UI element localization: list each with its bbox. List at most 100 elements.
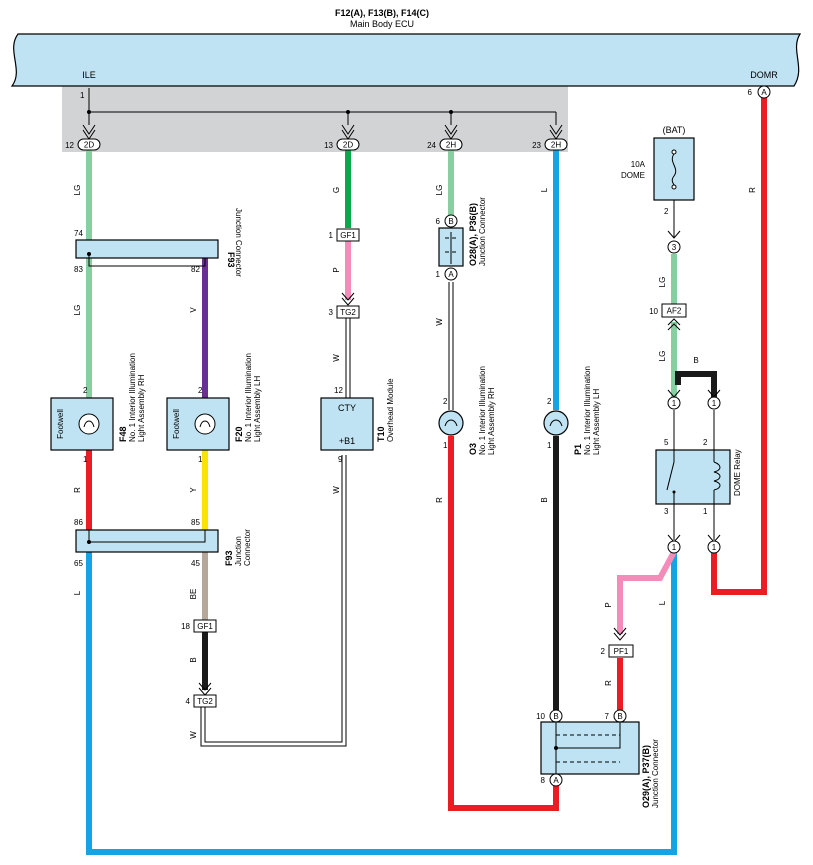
svg-text:1: 1 — [672, 543, 677, 552]
svg-text:6: 6 — [436, 217, 441, 226]
svg-text:13: 13 — [324, 141, 333, 150]
f48-light-assembly: Footwell 2 1 F48 No. 1 Interior Illumina… — [50, 353, 146, 464]
svg-text:B: B — [553, 712, 558, 721]
svg-text:B: B — [540, 497, 549, 502]
svg-text:5: 5 — [664, 438, 669, 447]
svg-text:7: 7 — [605, 712, 610, 721]
svg-text:R: R — [73, 487, 82, 493]
svg-text:A: A — [761, 88, 767, 97]
svg-text:10: 10 — [536, 712, 545, 721]
ecu-name: Main Body ECU — [350, 19, 414, 29]
svg-text:Light Assembly LH: Light Assembly LH — [253, 376, 262, 442]
svg-text:2D: 2D — [84, 141, 94, 150]
svg-text:B: B — [693, 356, 698, 365]
ecu-pin-6: A 6 — [748, 85, 771, 99]
f20-light-assembly: Footwell 2 1 F20 No. 1 Interior Illumina… — [166, 353, 262, 464]
svg-text:(BAT): (BAT) — [663, 125, 686, 135]
o28-junction-connector: B 6 A 1 O28(A), P36(B) Junction Connecto… — [436, 197, 487, 281]
svg-text:A: A — [553, 776, 559, 785]
svg-text:V: V — [189, 307, 198, 313]
svg-text:R: R — [604, 680, 613, 686]
svg-text:LG: LG — [73, 185, 82, 196]
svg-text:45: 45 — [191, 559, 200, 568]
svg-text:Overhead Module: Overhead Module — [386, 378, 395, 442]
svg-text:4: 4 — [186, 697, 191, 706]
svg-text:Footwell: Footwell — [56, 409, 65, 439]
tg2-connector-left: TG2 4 — [186, 682, 217, 708]
svg-text:1: 1 — [712, 543, 717, 552]
svg-text:CTY: CTY — [338, 403, 356, 413]
svg-text:O28(A), P36(B): O28(A), P36(B) — [468, 203, 478, 266]
svg-text:3: 3 — [664, 507, 669, 516]
svg-text:A: A — [448, 270, 454, 279]
svg-text:P: P — [604, 602, 613, 607]
svg-text:83: 83 — [74, 265, 83, 274]
svg-text:2: 2 — [443, 397, 448, 406]
svg-text:24: 24 — [427, 141, 436, 150]
svg-text:12: 12 — [334, 386, 343, 395]
svg-text:2: 2 — [547, 397, 552, 406]
svg-text:F93: F93 — [224, 550, 234, 566]
svg-text:2: 2 — [664, 207, 669, 216]
svg-text:Light Assembly RH: Light Assembly RH — [487, 387, 496, 455]
ecu-domr-label: DOMR — [750, 70, 778, 80]
svg-text:No. 1 Interior Illumination: No. 1 Interior Illumination — [244, 353, 253, 442]
svg-text:2H: 2H — [551, 141, 561, 150]
svg-text:1: 1 — [712, 399, 717, 408]
svg-text:Junction: Junction — [234, 536, 243, 566]
svg-text:L: L — [540, 187, 549, 192]
svg-text:O29(A), P37(B): O29(A), P37(B) — [641, 745, 651, 808]
main-body-ecu — [10, 33, 802, 87]
svg-text:65: 65 — [74, 559, 83, 568]
svg-text:8: 8 — [541, 776, 546, 785]
svg-text:10: 10 — [649, 307, 658, 316]
svg-text:+B1: +B1 — [339, 436, 355, 446]
ecu-pin-23: 2H 23 — [532, 124, 568, 151]
ecu-pin-12: 2D 12 — [65, 124, 101, 151]
svg-text:2D: 2D — [343, 141, 353, 150]
svg-text:F48: F48 — [118, 426, 128, 442]
svg-text:74: 74 — [74, 229, 83, 238]
gf1-connector-center: GF1 1 — [329, 228, 360, 242]
ecu-internal-area — [62, 86, 568, 152]
svg-text:9: 9 — [338, 455, 343, 464]
svg-text:1: 1 — [703, 507, 708, 516]
svg-text:R: R — [435, 497, 444, 503]
svg-text:P1: P1 — [573, 444, 583, 455]
p1-light-assembly: 2 1 P1 No. 1 Interior Illumination Light… — [543, 366, 601, 455]
svg-text:Junction Connector: Junction Connector — [651, 739, 660, 808]
svg-text:PF1: PF1 — [614, 647, 629, 656]
svg-text:AF2: AF2 — [667, 307, 682, 316]
svg-text:L: L — [658, 600, 667, 605]
svg-text:R: R — [748, 187, 757, 193]
f93-junction-connector-top: 74 83 82 F93 Junction Connector — [74, 208, 243, 277]
af2-connector: AF2 10 — [649, 303, 687, 331]
svg-text:W: W — [435, 318, 444, 326]
svg-text:1: 1 — [329, 231, 334, 240]
svg-text:DOME: DOME — [621, 171, 645, 180]
svg-text:85: 85 — [191, 518, 200, 527]
svg-text:Light Assembly RH: Light Assembly RH — [137, 374, 146, 442]
o29-junction-connector: B 10 B 7 A 8 O29(A), P37(B) Junction Con… — [536, 709, 660, 808]
pf1-connector: PF1 2 — [601, 627, 634, 658]
svg-text:DOME Relay: DOME Relay — [733, 449, 742, 496]
ecu-connector-title: F12(A), F13(B), F14(C) — [335, 8, 429, 18]
svg-text:GF1: GF1 — [197, 622, 213, 631]
f93-junction-connector-bottom: 86 85 65 45 F93 Junction Connector — [74, 518, 252, 568]
svg-text:2: 2 — [198, 386, 203, 395]
ecu-pin-24: 2H 24 — [427, 124, 463, 151]
svg-text:F20: F20 — [234, 426, 244, 442]
dome-fuse: (BAT) 10A DOME 2 — [621, 125, 695, 216]
svg-text:LG: LG — [435, 185, 444, 196]
svg-text:LG: LG — [658, 351, 667, 362]
ecu-pin-13: 2D 13 — [324, 124, 360, 151]
o3-light-assembly: 2 1 O3 No. 1 Interior Illumination Light… — [438, 366, 496, 455]
svg-text:10A: 10A — [631, 160, 646, 169]
svg-text:Light Assembly LH: Light Assembly LH — [592, 389, 601, 455]
svg-text:W: W — [189, 731, 198, 739]
svg-text:B: B — [189, 657, 198, 662]
svg-text:1: 1 — [443, 441, 448, 450]
svg-text:B: B — [617, 712, 622, 721]
svg-text:82: 82 — [191, 265, 200, 274]
